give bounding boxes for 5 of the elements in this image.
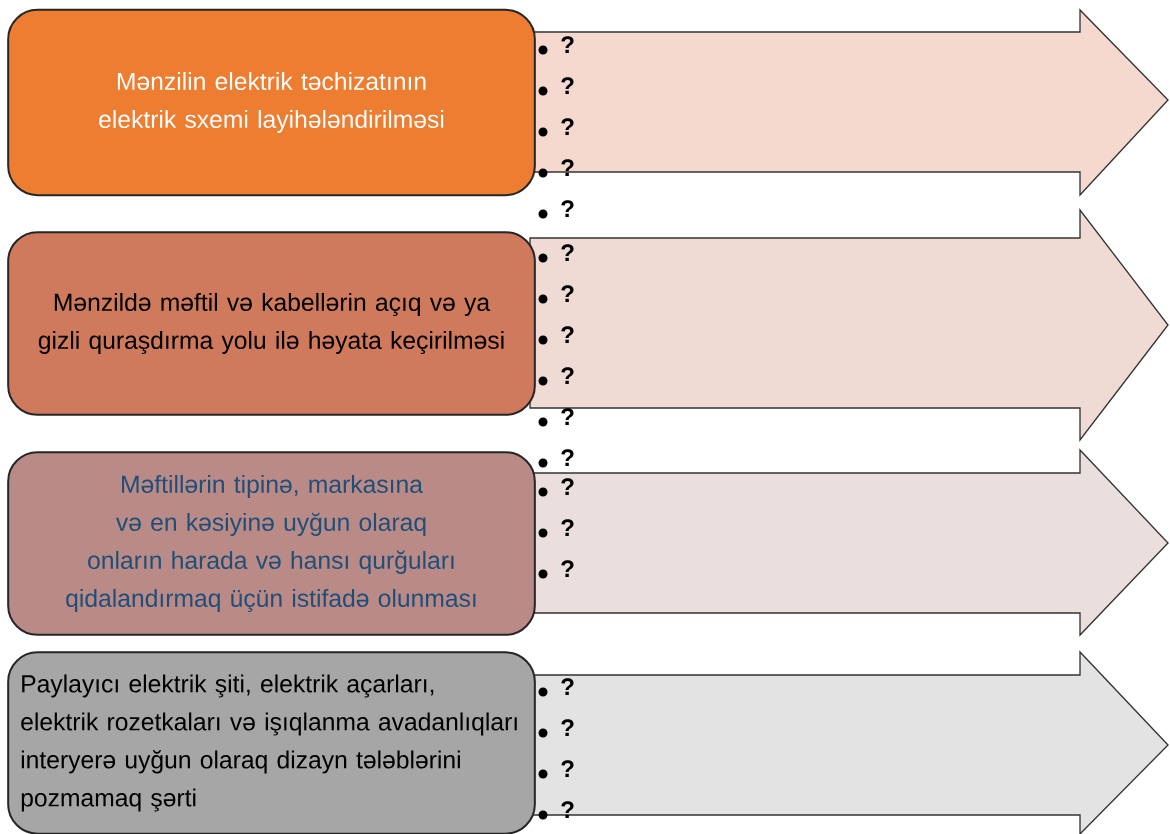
rounded-box: Mənzildə məftil və kabellərin açıq və ya gizli quraşdırma yolu ilə həyata keçirilməsi	[7, 231, 536, 416]
rounded-box: Paylayıcı elektrik şiti, elektrik açarları, elektrik rozetkaları və işıqlanma avadanlıqları interyerə uyğun olaraq dizayn tələblərini pozmamaq şərti	[7, 651, 536, 834]
node-label: ?	[561, 449, 574, 467]
rounded-box: Mənzilin elektrik təchizatının elektrik sxemi layihələndirilməsi	[7, 8, 536, 197]
rounded-box: Məftillərin tipinə, markasına və en kəsiyinə uyğun olaraq onların harada və hansı qurğuları qidalandırmaq üçün istifadə olunması	[7, 451, 536, 636]
